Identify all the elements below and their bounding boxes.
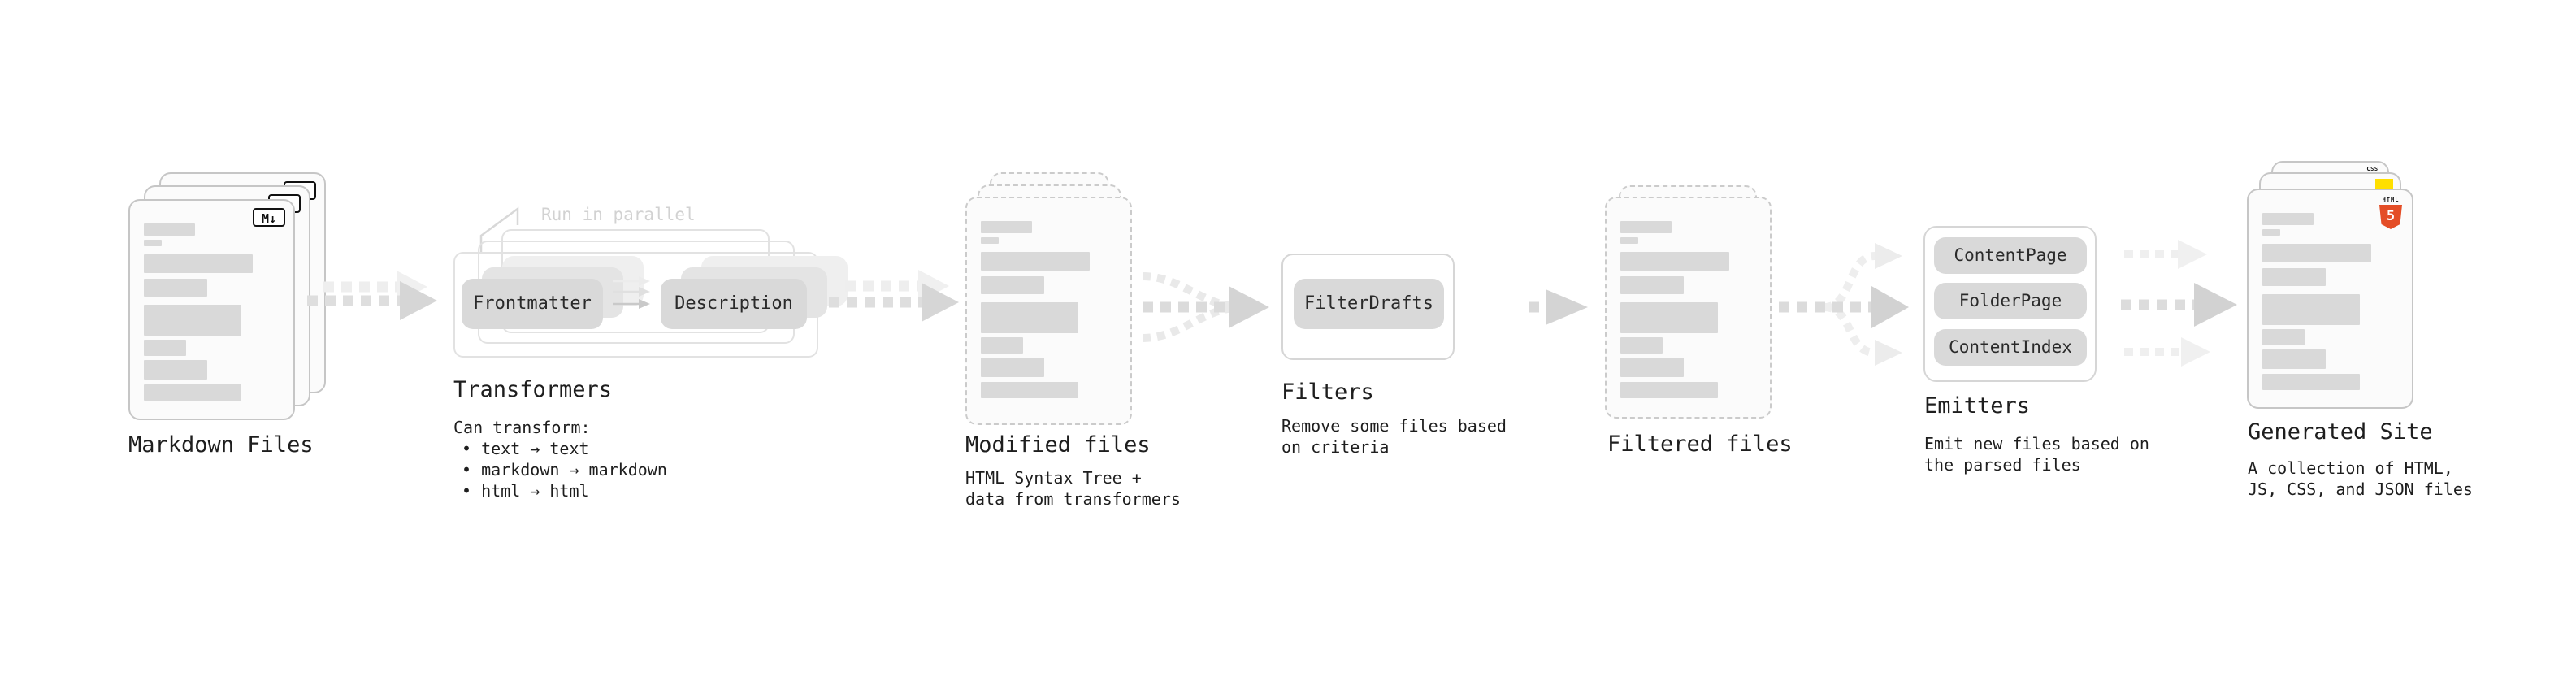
js-icon [2375, 179, 2393, 189]
doc-content-bars [1620, 221, 1756, 398]
frontmatter-pill: Frontmatter [462, 279, 603, 329]
doc-content-bars [981, 221, 1117, 398]
filters-desc: Remove some files based on criteria [1281, 416, 1507, 457]
doc-bar [981, 276, 1045, 294]
doc-bar [1620, 237, 1638, 244]
doc-bar [144, 240, 162, 246]
stage-title-generated-site: Generated Site [2248, 419, 2433, 445]
stage-title-transformers: Transformers [453, 377, 613, 402]
doc-bar [144, 223, 196, 236]
stage-title-emitters: Emitters [1924, 393, 2031, 419]
html5-icon: HTML 5 [2378, 197, 2404, 229]
run-in-parallel-annotation: Run in parallel [541, 205, 696, 224]
doc-bar [981, 237, 999, 244]
doc-bar [1620, 302, 1719, 333]
doc-bar [144, 360, 208, 380]
stage-title-filters: Filters [1281, 380, 1374, 405]
description-pill: Description [661, 279, 807, 329]
filterdrafts-pill: FilterDrafts [1294, 279, 1444, 329]
doc-bar [981, 221, 1033, 233]
transformers-desc-heading: Can transform: [453, 418, 591, 437]
transformers-bullet-3: • html → html [462, 481, 589, 501]
pill-arrows [613, 276, 650, 309]
flow-arrow-files-to-transformers [307, 271, 437, 320]
modified-doc-front [965, 197, 1132, 425]
emitters-desc: Emit new files based on the parsed files [1924, 434, 2149, 475]
stage-title-modified-files: Modified files [965, 432, 1151, 458]
folderpage-pill: FolderPage [1934, 283, 2087, 319]
generated-doc-front: HTML 5 [2247, 189, 2413, 409]
contentpage-pill: ContentPage [1934, 237, 2087, 274]
generated-desc: A collection of HTML, JS, CSS, and JSON … [2248, 458, 2473, 499]
doc-bar [2262, 349, 2327, 369]
doc-bar [1620, 252, 1729, 271]
doc-bar [1620, 337, 1663, 354]
doc-bar [1620, 221, 1672, 233]
markdown-icon: M↓ [253, 208, 285, 227]
doc-bar [1620, 358, 1685, 377]
doc-bar [144, 254, 253, 273]
doc-bar [2262, 268, 2327, 286]
flow-arrow-emitters-to-generated [2121, 240, 2237, 367]
transformers-bullet-1: • text → text [462, 439, 589, 458]
doc-bar [144, 279, 208, 297]
filtered-doc-front [1605, 197, 1772, 419]
doc-bar [2262, 229, 2280, 236]
doc-content-bars [144, 223, 280, 401]
doc-bar [981, 337, 1023, 354]
doc-bar [144, 384, 242, 401]
stage-title-filtered-files: Filtered files [1607, 432, 1793, 457]
html5-icon-word: HTML [2382, 197, 2400, 203]
doc-bar [144, 340, 186, 356]
doc-bar [981, 252, 1090, 271]
html5-icon-shield: 5 [2379, 205, 2402, 229]
doc-bar [2262, 294, 2361, 325]
markdown-doc-front: M↓ [128, 199, 295, 420]
doc-content-bars [2262, 213, 2398, 390]
doc-bar [981, 358, 1045, 377]
doc-bar [1620, 276, 1685, 294]
doc-bar [981, 382, 1079, 398]
flow-arrow-filtered-to-emitters [1779, 243, 1909, 366]
contentindex-pill: ContentIndex [1934, 329, 2087, 366]
transformers-bullet-2: • markdown → markdown [462, 460, 667, 479]
flow-arrow-filters-to-filtered [1529, 289, 1588, 325]
stage-title-markdown-files: Markdown Files [128, 432, 314, 458]
doc-bar [144, 305, 242, 336]
flow-arrow-transformers-to-modified [829, 270, 959, 322]
doc-bar [1620, 382, 1719, 398]
doc-bar [2262, 244, 2371, 262]
modified-desc: HTML Syntax Tree + data from transformer… [965, 468, 1181, 509]
css-icon-label: CSS [2366, 166, 2379, 172]
doc-bar [2262, 213, 2314, 225]
flow-arrow-modified-to-filters [1142, 272, 1269, 342]
doc-bar [2262, 374, 2361, 390]
doc-bar [981, 302, 1079, 333]
doc-bar [2262, 329, 2305, 345]
